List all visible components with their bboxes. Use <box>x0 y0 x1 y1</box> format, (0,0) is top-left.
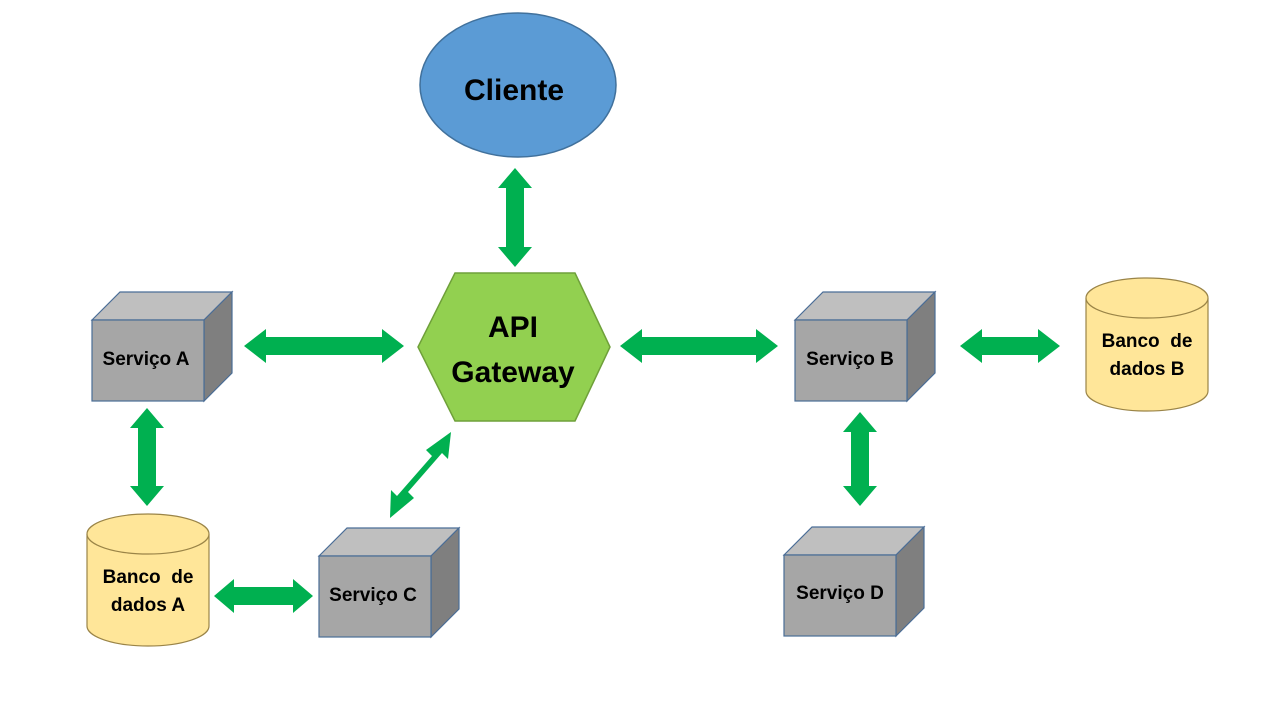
service-d-label: Serviço D <box>796 583 884 604</box>
connectors <box>130 168 1060 613</box>
arrow-client-gateway <box>498 168 532 267</box>
database-b-label-line2: dados B <box>1110 359 1185 380</box>
service-d-cube-front <box>783 554 897 637</box>
arrow-database-a-service-c <box>214 579 313 613</box>
api-gateway-label-line1: API <box>488 311 538 344</box>
service-a-label: Serviço A <box>103 349 190 370</box>
arrow-service-b-service-d <box>843 412 877 506</box>
database-a-cylinder-top <box>86 513 210 555</box>
api-gateway-label-line2: Gateway <box>451 356 575 389</box>
arrow-service-a-gateway <box>244 329 404 363</box>
service-a-cube-front <box>91 319 205 402</box>
client-node: Cliente <box>419 12 617 158</box>
service-b-node: Serviço B <box>793 290 937 403</box>
client-label: Cliente <box>464 74 564 107</box>
client-ellipse <box>419 12 617 158</box>
service-b-label: Serviço B <box>806 349 894 370</box>
arrow-service-c-gateway <box>390 432 451 518</box>
arrow-service-a-database-a <box>130 408 164 506</box>
arrow-gateway-service-b <box>620 329 778 363</box>
database-b-node: Banco de dados B <box>1085 277 1209 412</box>
service-c-label: Serviço C <box>329 585 417 606</box>
service-d-node: Serviço D <box>782 525 926 638</box>
database-b-cylinder-body <box>1085 298 1209 412</box>
database-a-cylinder-body <box>86 534 210 647</box>
service-a-node: Serviço A <box>90 290 234 403</box>
service-c-node: Serviço C <box>317 526 461 639</box>
database-a-label-line2: dados A <box>111 595 186 616</box>
api-gateway-node: API Gateway <box>417 272 611 422</box>
arrow-service-b-database-b <box>960 329 1060 363</box>
service-b-cube-front <box>794 319 908 402</box>
api-gateway-hexagon <box>417 272 611 422</box>
database-a-label-line1: Banco de <box>103 567 194 588</box>
service-c-cube-front <box>318 555 432 638</box>
database-a-node: Banco de dados A <box>86 513 210 647</box>
database-b-cylinder-top <box>1085 277 1209 319</box>
database-b-label-line1: Banco de <box>1102 331 1193 352</box>
